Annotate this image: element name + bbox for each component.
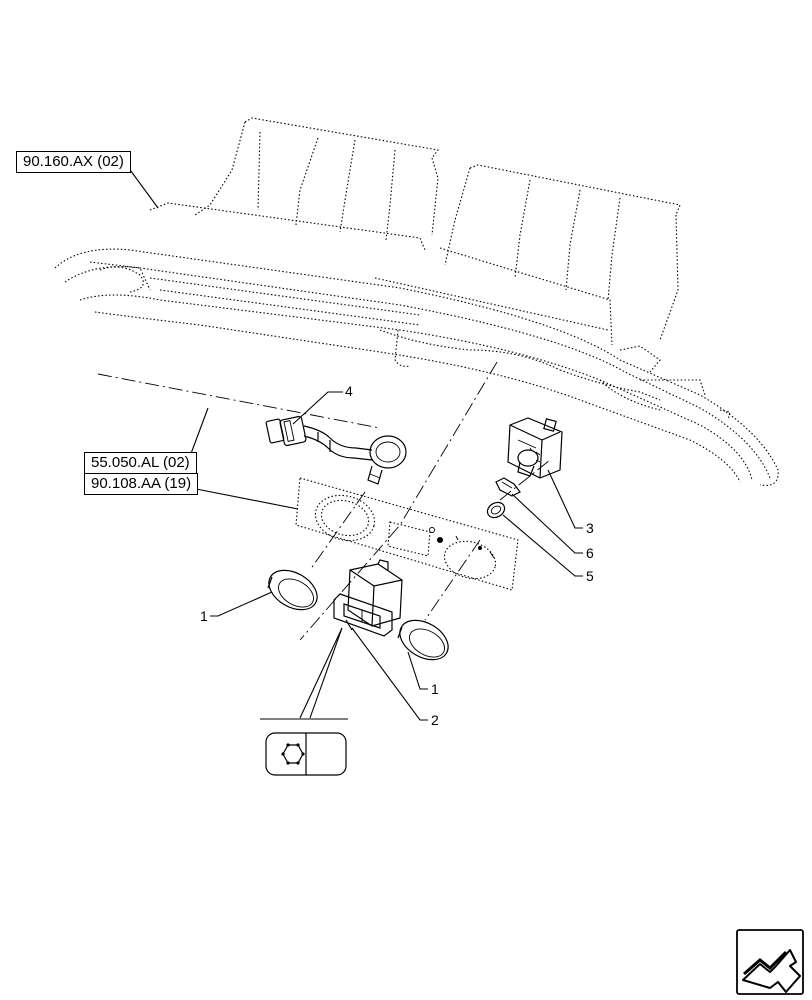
potentiometer-harness-part-4 — [265, 415, 407, 485]
leader-lines — [118, 162, 583, 721]
callout-1-left: 1 — [200, 608, 208, 624]
callout-4: 4 — [345, 383, 353, 399]
reference-90-160[interactable]: 90.160.AX (02) — [16, 151, 131, 173]
knob-clip-part-6 — [495, 477, 521, 497]
callout-1-right: 1 — [431, 681, 439, 697]
callout-6: 6 — [586, 545, 594, 561]
knob-left-part-1 — [267, 569, 318, 611]
cab-headliner-assembly — [54, 117, 779, 486]
callout-5: 5 — [586, 568, 594, 584]
assembly-axis-lines — [97, 361, 551, 641]
rocker-switch-part-2 — [333, 559, 403, 637]
callout-3: 3 — [586, 520, 594, 536]
next-page-arrow-icon[interactable] — [736, 929, 804, 995]
reference-55-050[interactable]: 55.050.AL (02) — [84, 452, 197, 474]
knob-right-part-1 — [397, 619, 449, 661]
nut-part-5 — [486, 501, 506, 519]
hexagon-switch-symbol-icon — [265, 732, 347, 776]
callout-2: 2 — [431, 712, 439, 728]
rotary-switch-part-3 — [507, 417, 563, 479]
reference-90-108[interactable]: 90.108.AA (19) — [84, 473, 199, 495]
control-panel-plate — [295, 477, 519, 591]
